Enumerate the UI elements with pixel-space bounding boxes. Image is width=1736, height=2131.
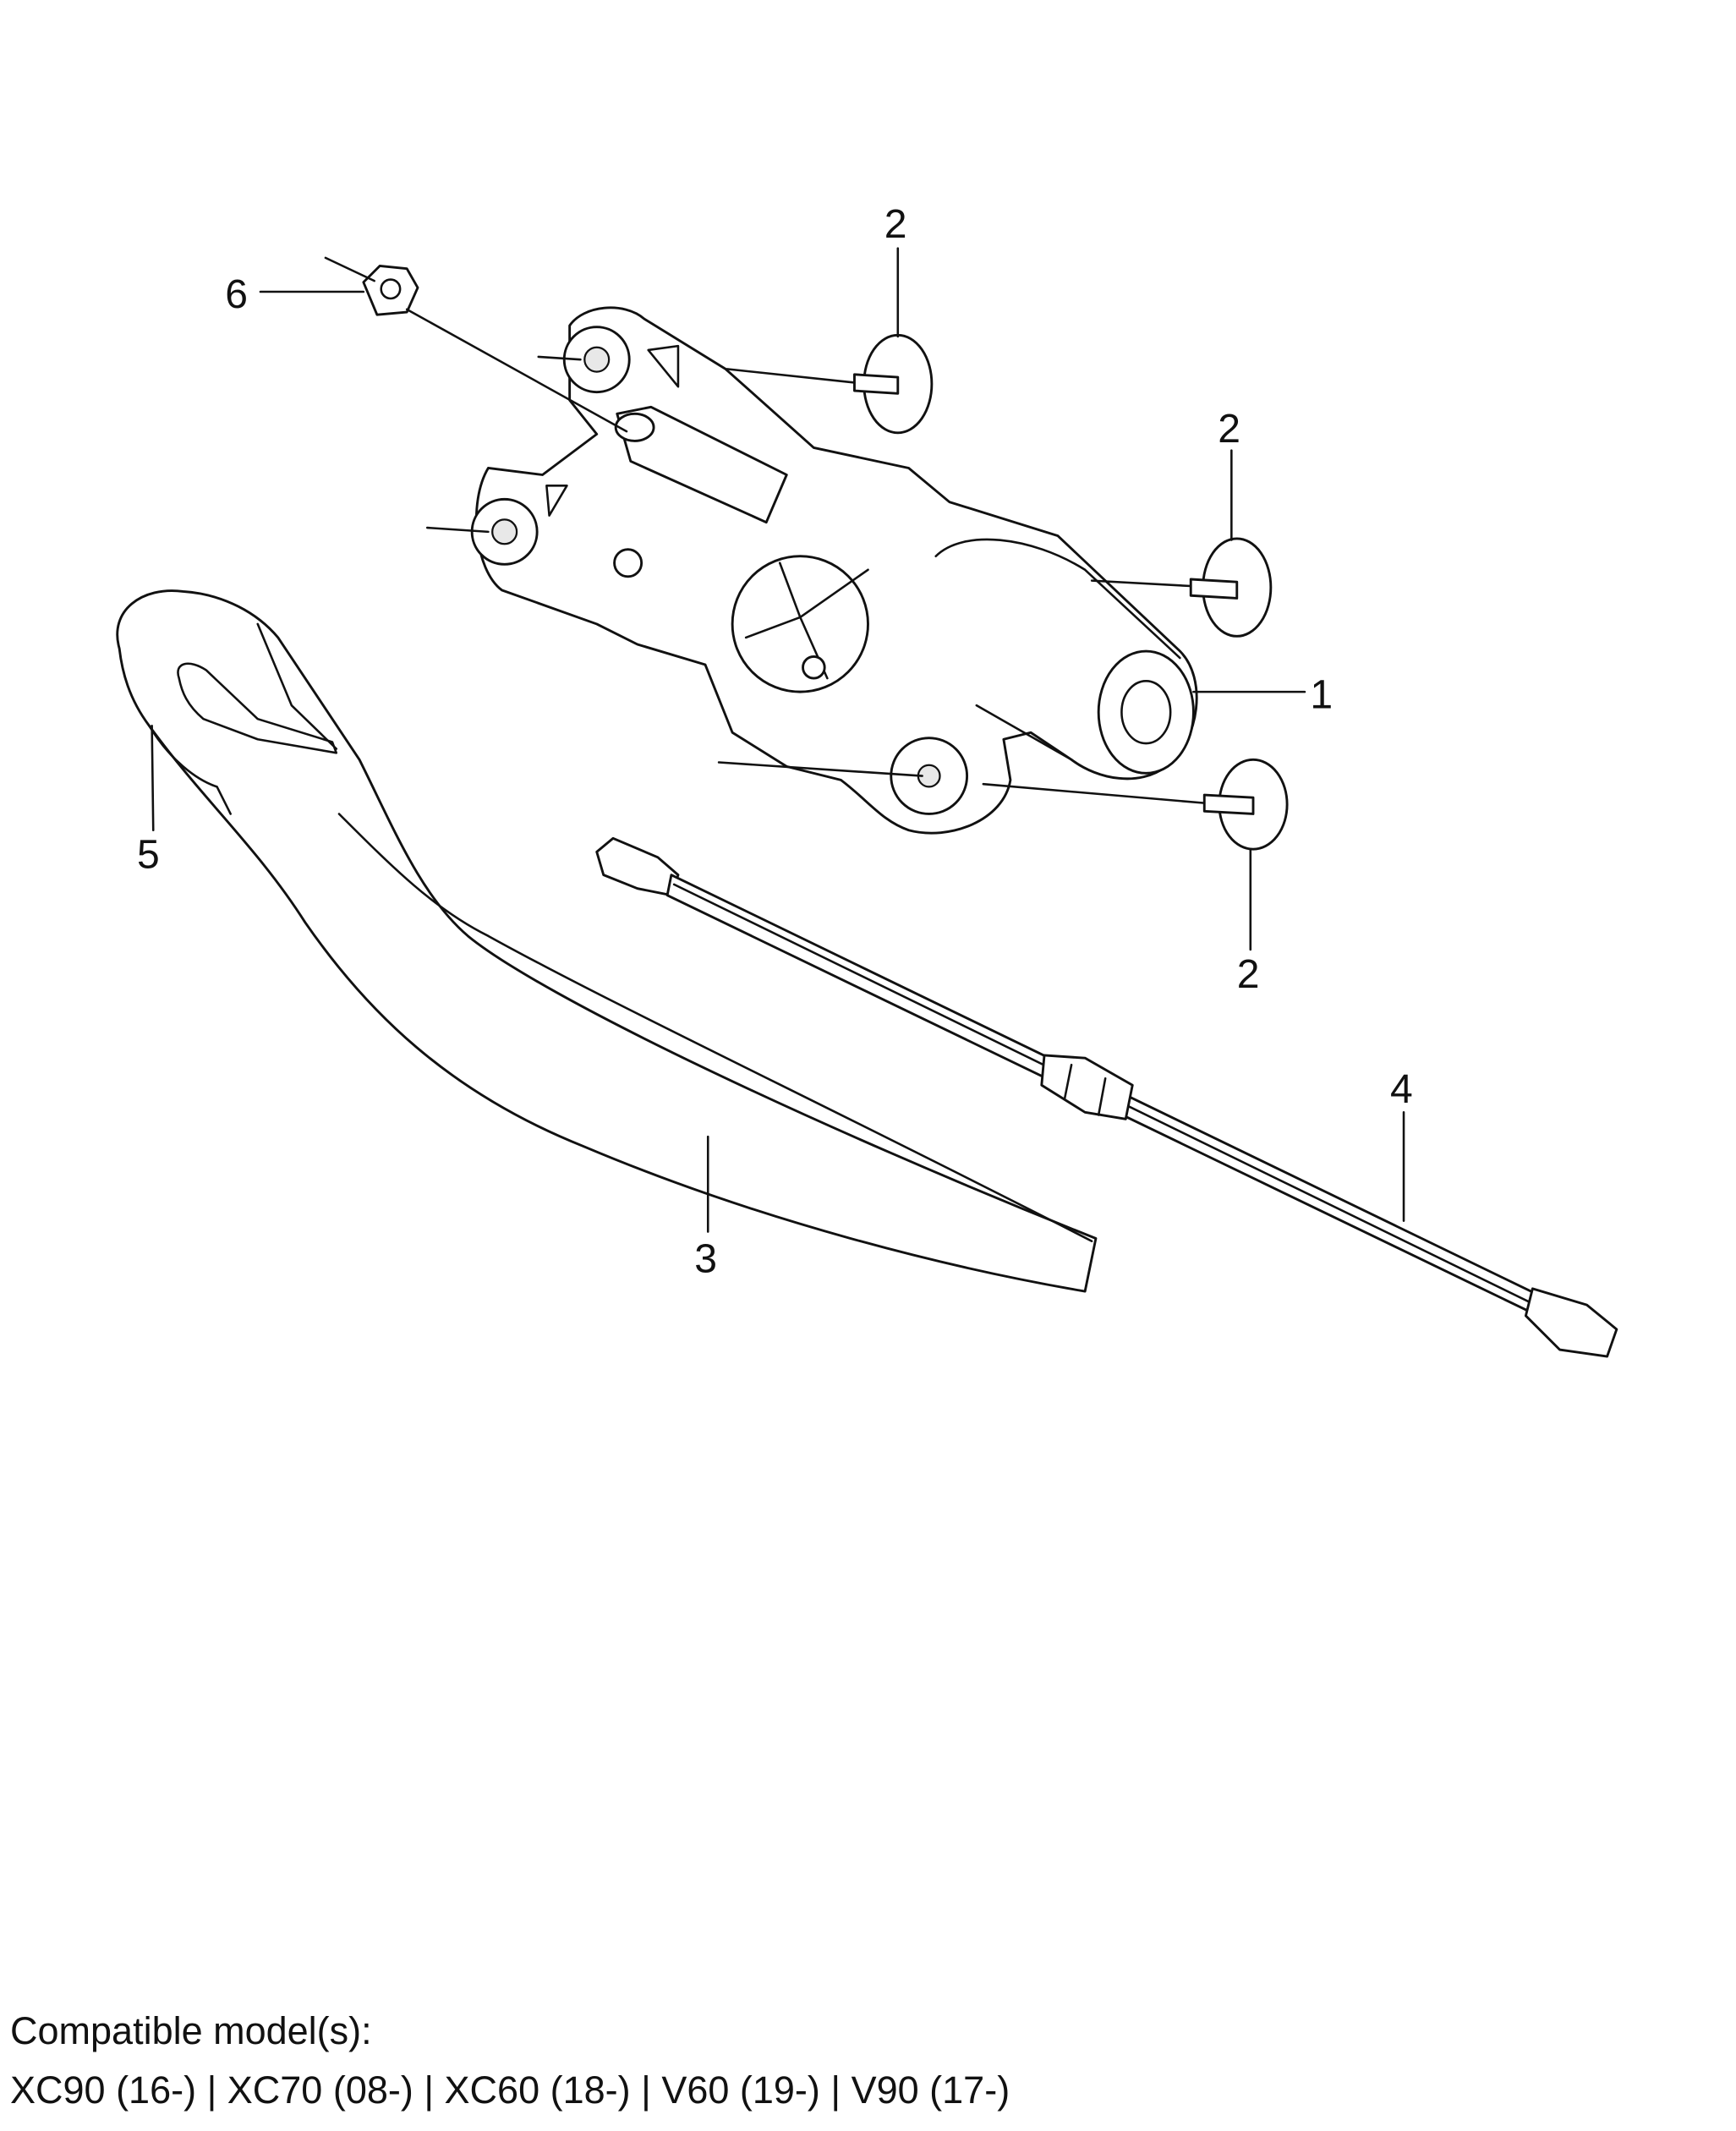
compatible-models-heading: Compatible model(s): — [10, 2009, 372, 2052]
callout-5: 5 — [137, 832, 160, 878]
nut-part — [362, 265, 419, 316]
callout-3: 3 — [694, 1236, 717, 1282]
callout-6: 6 — [225, 271, 248, 317]
wiper-arm-part — [116, 589, 1098, 1293]
callout-4: 4 — [1390, 1066, 1413, 1112]
callout-2-top: 2 — [884, 201, 907, 247]
compatible-models-list: XC90 (16-) | XC70 (08-) | XC60 (18-) | V… — [10, 2068, 1010, 2112]
leader-lines — [151, 247, 1405, 1233]
wiper-blade-part — [595, 836, 1618, 1358]
grommet-parts — [853, 333, 1289, 851]
wiper-motor-part — [470, 306, 1198, 835]
callout-2-right: 2 — [1218, 406, 1240, 452]
callout-2-bottom: 2 — [1237, 951, 1260, 997]
callout-1: 1 — [1310, 671, 1333, 717]
